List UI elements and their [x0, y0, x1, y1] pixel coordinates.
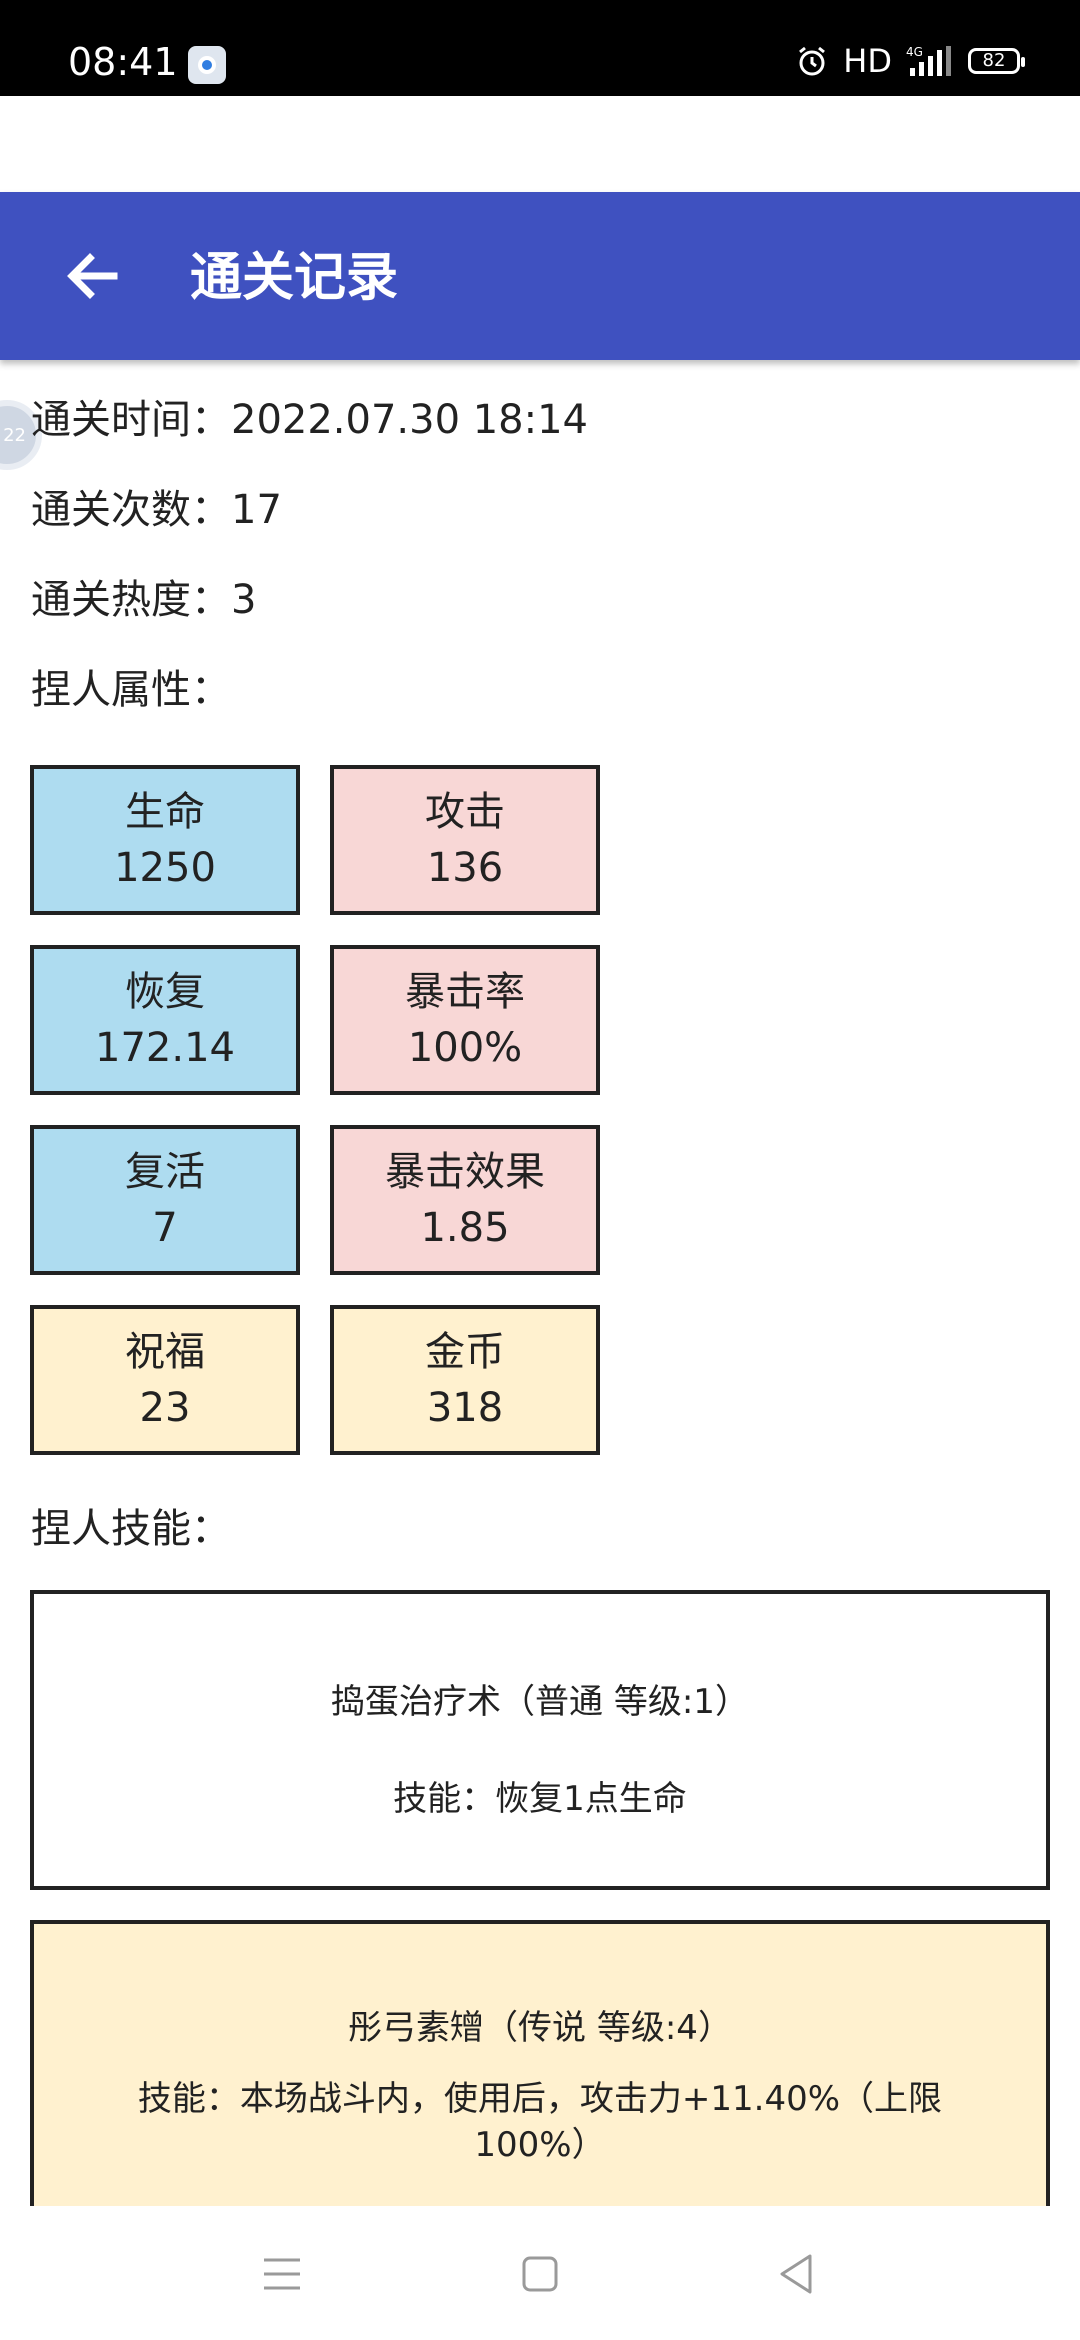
- attr-label: 恢复: [125, 969, 205, 1015]
- attr-box-crit-effect: 暴击效果 1.85: [330, 1125, 600, 1275]
- page-title: 通关记录: [190, 248, 399, 308]
- menu-icon: [264, 2258, 300, 2290]
- skill-name: 彤弓素矰（传说 等级:4）: [348, 2008, 732, 2048]
- battery-icon: 82: [968, 48, 1025, 74]
- notification-app-icon: [188, 46, 226, 84]
- skill-card: 彤弓素矰（传说 等级:4） 技能：本场战斗内，使用后，攻击力+11.40%（上限…: [30, 1920, 1050, 2240]
- skill-desc: 技能：恢复1点生命: [393, 1779, 687, 1819]
- skill-card: 捣蛋治疗术（普通 等级:1） 技能：恢复1点生命: [30, 1590, 1050, 1890]
- attr-value: 23: [139, 1385, 191, 1431]
- attr-value: 1250: [114, 845, 216, 891]
- back-button[interactable]: [52, 236, 132, 316]
- status-time: 08:41: [68, 40, 178, 84]
- attr-label: 金币: [425, 1329, 505, 1375]
- nav-home-button[interactable]: [510, 2244, 570, 2304]
- network-hd-label: HD: [843, 42, 892, 80]
- attr-box-gold: 金币 318: [330, 1305, 600, 1455]
- arrow-left-icon: [67, 253, 118, 299]
- status-bar: 08:41 HD 4G 82: [0, 0, 1080, 96]
- attr-label: 攻击: [425, 789, 505, 835]
- attr-box-revive: 复活 7: [30, 1125, 300, 1275]
- attr-label: 复活: [125, 1149, 205, 1195]
- skills-heading: 捏人技能：: [31, 1506, 231, 1552]
- attr-value: 1.85: [420, 1205, 510, 1251]
- alarm-icon: [795, 44, 829, 78]
- nav-back-button[interactable]: [766, 2244, 826, 2304]
- clear-count-text: 通关次数：17: [31, 487, 282, 533]
- attr-label: 暴击效果: [385, 1149, 545, 1195]
- clear-heat-text: 通关热度：3: [31, 577, 257, 623]
- attr-value: 172.14: [95, 1025, 235, 1071]
- attr-box-crit-rate: 暴击率 100%: [330, 945, 600, 1095]
- skill-desc: 技能：本场战斗内，使用后，攻击力+11.40%（上限100%）: [137, 2079, 943, 2165]
- home-square-icon: [522, 2256, 558, 2292]
- back-triangle-icon: [780, 2254, 812, 2294]
- svg-text:4G: 4G: [906, 45, 923, 59]
- signal-4g-icon: 4G: [906, 44, 954, 78]
- attr-label: 生命: [125, 789, 205, 835]
- attributes-heading: 捏人属性：: [31, 667, 231, 713]
- attr-value: 136: [426, 845, 504, 891]
- attr-box-blessing: 祝福 23: [30, 1305, 300, 1455]
- skill-name: 捣蛋治疗术（普通 等级:1）: [331, 1682, 749, 1722]
- attr-box-hp: 生命 1250: [30, 765, 300, 915]
- navigation-bar: [0, 2206, 1080, 2340]
- attr-value: 318: [426, 1385, 504, 1431]
- clear-time-text: 通关时间：2022.07.30 18:14: [31, 397, 589, 443]
- attr-label: 祝福: [125, 1329, 205, 1375]
- attr-box-recovery: 恢复 172.14: [30, 945, 300, 1095]
- attr-box-attack: 攻击 136: [330, 765, 600, 915]
- nav-menu-button[interactable]: [252, 2244, 312, 2304]
- attr-value: 100%: [407, 1025, 523, 1071]
- attr-label: 暴击率: [405, 969, 525, 1015]
- blank-strip: [0, 96, 1080, 192]
- status-icons: HD 4G 82: [795, 42, 1025, 80]
- app-bar: 通关记录: [0, 192, 1080, 360]
- attr-value: 7: [152, 1205, 178, 1251]
